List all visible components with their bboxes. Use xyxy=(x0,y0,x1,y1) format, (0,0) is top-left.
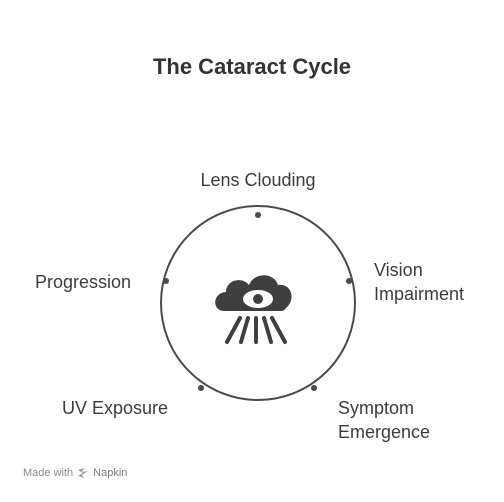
stage-label-lens-clouding: Lens Clouding xyxy=(200,170,316,190)
made-with-napkin-footer[interactable]: Made with Napkin xyxy=(23,467,127,479)
diagram-title: The Cataract Cycle xyxy=(152,54,352,79)
stage-label-progression: Progression xyxy=(35,272,132,292)
stage-marker-progression xyxy=(163,278,169,284)
cycle-ring xyxy=(160,205,356,401)
stage-label-uv-exposure: UV Exposure xyxy=(62,398,169,418)
stage-marker-uv-exposure xyxy=(198,385,204,391)
stage-label-vision-impairment: Vision Impairment xyxy=(374,260,465,304)
made-with-text: Made with xyxy=(23,467,74,479)
cloud-eye-icon xyxy=(215,275,292,344)
stage-marker-vision-impairment xyxy=(346,278,352,284)
stage-label-symptom-emergence: Symptom Emergence xyxy=(338,398,431,442)
stage-marker-symptom-emergence xyxy=(311,385,317,391)
napkin-brand-text: Napkin xyxy=(93,467,128,479)
napkin-logo-icon xyxy=(78,468,89,478)
stage-marker-lens-clouding xyxy=(255,212,261,218)
